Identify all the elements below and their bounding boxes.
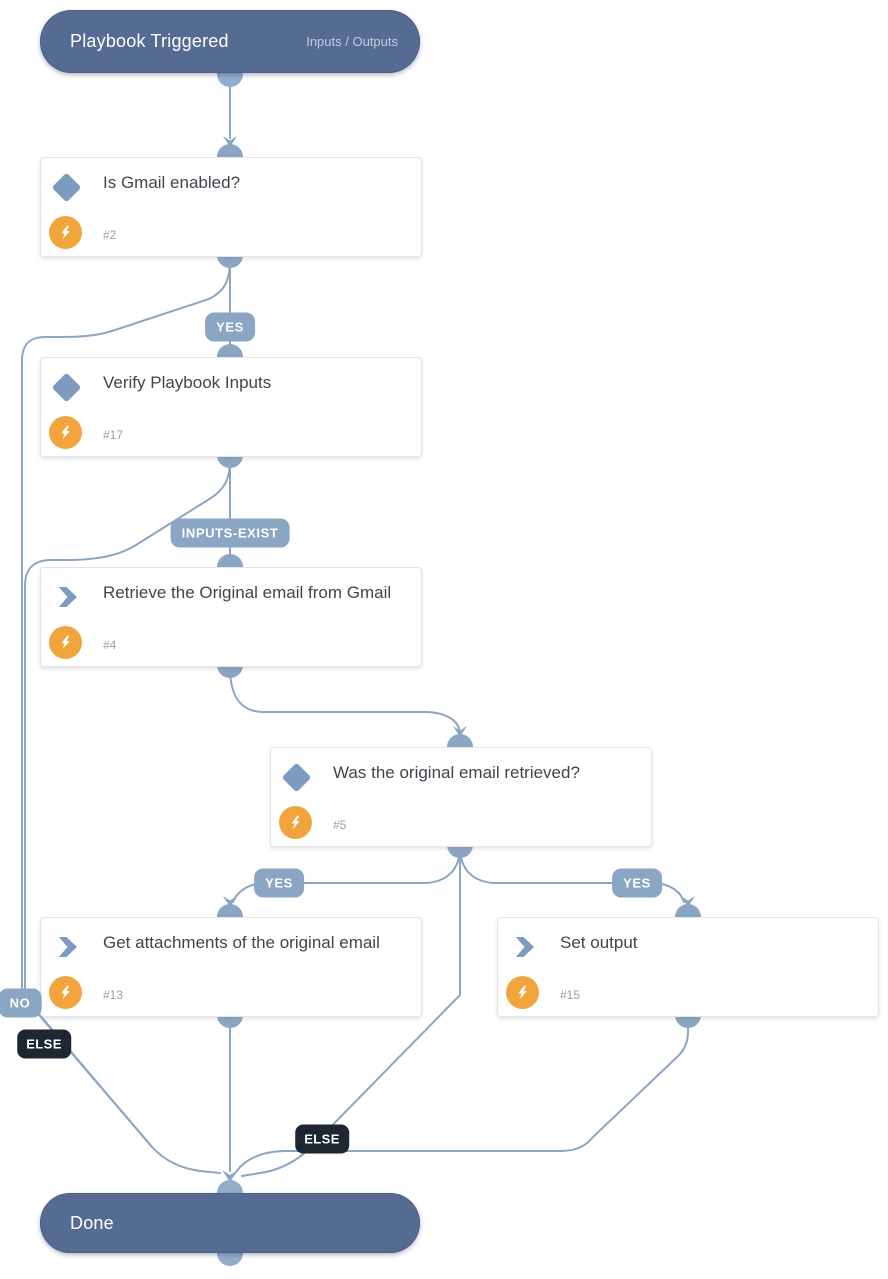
task-id: #13 (103, 988, 124, 1002)
task-title: Is Gmail enabled? (103, 173, 241, 192)
task-get-attachments[interactable]: Get attachments of the original email #1… (40, 917, 422, 1017)
edge-label-else-mid: ELSE (295, 1124, 349, 1154)
inputs-outputs-link[interactable]: Inputs / Outputs (306, 34, 398, 49)
task-title: Set output (560, 933, 638, 952)
task-chevron-icon (58, 936, 78, 958)
arrow-into-was (453, 726, 467, 737)
task-chevron-icon (58, 586, 78, 608)
automation-bolt-icon (49, 216, 82, 249)
arrow-into-attachments (223, 896, 237, 907)
edge-gmail-no (21, 259, 231, 1174)
start-node[interactable]: Playbook Triggered Inputs / Outputs (40, 10, 420, 73)
done-node[interactable]: Done (40, 1193, 420, 1253)
task-is-gmail-enabled[interactable]: Is Gmail enabled? #2 (40, 157, 422, 257)
edge-label-else-left: ELSE (17, 1029, 71, 1059)
task-was-email-retrieved[interactable]: Was the original email retrieved? #5 (270, 747, 652, 847)
condition-icon (51, 372, 82, 403)
edge-label-inputs-exist: INPUTS-EXIST (170, 518, 290, 548)
edge-label-yes-gmail: YES (205, 312, 255, 342)
edge-setoutput-to-done (235, 1016, 689, 1173)
edge-was-yes-right (459, 846, 685, 903)
task-id: #4 (103, 638, 117, 652)
edge-retrieve-to-was (229, 666, 461, 736)
automation-bolt-icon (49, 976, 82, 1009)
edge-was-yes-left (232, 846, 461, 903)
task-id: #15 (560, 988, 581, 1002)
automation-bolt-icon (49, 626, 82, 659)
automation-bolt-icon (49, 416, 82, 449)
arrowheads (222, 136, 695, 1182)
task-verify-playbook-inputs[interactable]: Verify Playbook Inputs #17 (40, 357, 422, 457)
start-node-title: Playbook Triggered (70, 31, 229, 51)
automation-bolt-icon (279, 806, 312, 839)
edge-label-no: NO (0, 988, 42, 1018)
arrow-into-setoutput (681, 896, 695, 907)
arrow-into-done (222, 1170, 238, 1182)
task-id: #5 (333, 818, 347, 832)
condition-icon (281, 762, 312, 793)
task-retrieve-original-email[interactable]: Retrieve the Original email from Gmail #… (40, 567, 422, 667)
task-title: Was the original email retrieved? (333, 763, 580, 782)
task-set-output[interactable]: Set output #15 (497, 917, 879, 1017)
condition-icon (51, 172, 82, 203)
automation-bolt-icon (506, 976, 539, 1009)
done-node-title: Done (70, 1212, 114, 1233)
task-id: #2 (103, 228, 117, 242)
task-chevron-icon (515, 936, 535, 958)
task-id: #17 (103, 428, 124, 442)
task-title: Retrieve the Original email from Gmail (103, 583, 392, 602)
edge-label-yes-left: YES (254, 868, 304, 898)
arrow-into-gmail (223, 136, 237, 147)
task-title: Get attachments of the original email (103, 933, 380, 952)
edge-label-yes-right: YES (612, 868, 662, 898)
task-title: Verify Playbook Inputs (103, 373, 272, 392)
